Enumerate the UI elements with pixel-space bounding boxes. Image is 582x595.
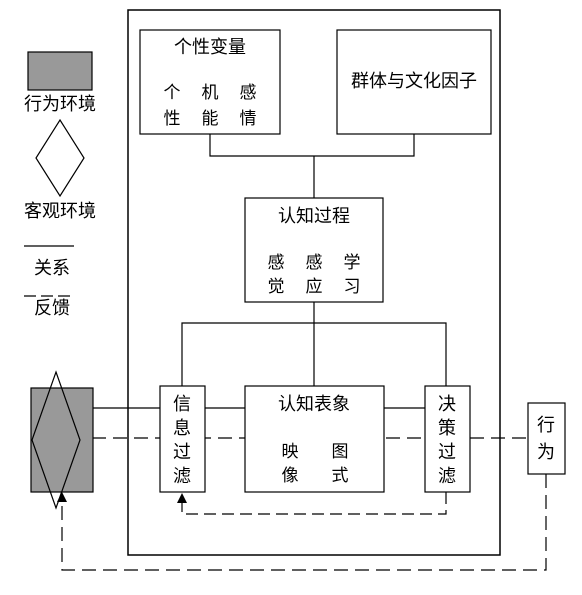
decision-filter-char-3: 过 <box>438 442 456 463</box>
cog-repr-c2-r1: 图 <box>332 442 349 462</box>
legend-feedback-label: 反馈 <box>34 298 70 319</box>
legend-objective-env-label: 客观环境 <box>24 201 96 222</box>
personality-c3-r2: 情 <box>240 109 257 129</box>
personality-c2-r1: 机 <box>202 83 219 103</box>
legend-behavior-env-label: 行为环境 <box>24 94 96 115</box>
personality-title: 个性变量 <box>174 37 246 58</box>
personality-c1-r2: 性 <box>164 109 181 129</box>
environment-block <box>30 387 94 493</box>
environment-diamond <box>31 370 81 510</box>
feedback-inner-loop <box>181 492 447 515</box>
group-culture-box <box>336 29 492 135</box>
decision-filter-box <box>424 385 471 493</box>
personality-c2-r2: 能 <box>202 109 219 129</box>
legend-objective-env-diamond <box>35 118 85 198</box>
personality-c1-r1: 个 <box>164 83 181 103</box>
behavior-char-2: 为 <box>537 442 555 463</box>
group-culture-title: 群体与文化因子 <box>351 71 477 92</box>
decision-filter-char-1: 决 <box>438 394 456 415</box>
cognition-title: 认知过程 <box>278 206 350 227</box>
legend-relation-label: 关系 <box>34 258 70 279</box>
decision-filter-char-4: 滤 <box>438 466 456 487</box>
info-filter-box <box>159 385 206 493</box>
cognition-c3-r1: 学 <box>344 253 361 273</box>
cognition-c1-r2: 觉 <box>268 277 285 297</box>
cog-repr-c2-r2: 式 <box>332 466 349 486</box>
cog-repr-c1-r1: 映 <box>282 442 299 462</box>
personality-box <box>139 29 281 135</box>
cog-repr-c1-r2: 像 <box>282 466 299 486</box>
connector-top-boxes <box>209 134 415 157</box>
info-filter-char-2: 息 <box>173 418 191 439</box>
info-filter-char-4: 滤 <box>173 466 191 487</box>
cog-repr-box <box>244 385 385 493</box>
cognition-c2-r2: 应 <box>306 277 323 297</box>
cognition-c3-r2: 习 <box>344 277 361 297</box>
behavior-box <box>527 402 566 475</box>
cognition-box <box>244 197 384 303</box>
cognition-c2-r1: 感 <box>306 253 323 273</box>
connector-branch <box>181 322 447 386</box>
info-filter-char-1: 信 <box>173 394 191 415</box>
cognition-c1-r1: 感 <box>268 253 285 273</box>
system-frame <box>127 9 501 556</box>
feedback-outer-loop <box>61 474 547 571</box>
decision-filter-char-2: 策 <box>438 418 456 439</box>
personality-c3-r1: 感 <box>240 83 257 103</box>
info-filter-char-3: 过 <box>173 442 191 463</box>
behavior-char-1: 行 <box>537 415 555 436</box>
legend-behavior-env-swatch <box>27 51 93 91</box>
feedback-inner-arrow <box>177 493 187 503</box>
cog-repr-title: 认知表象 <box>278 394 350 415</box>
